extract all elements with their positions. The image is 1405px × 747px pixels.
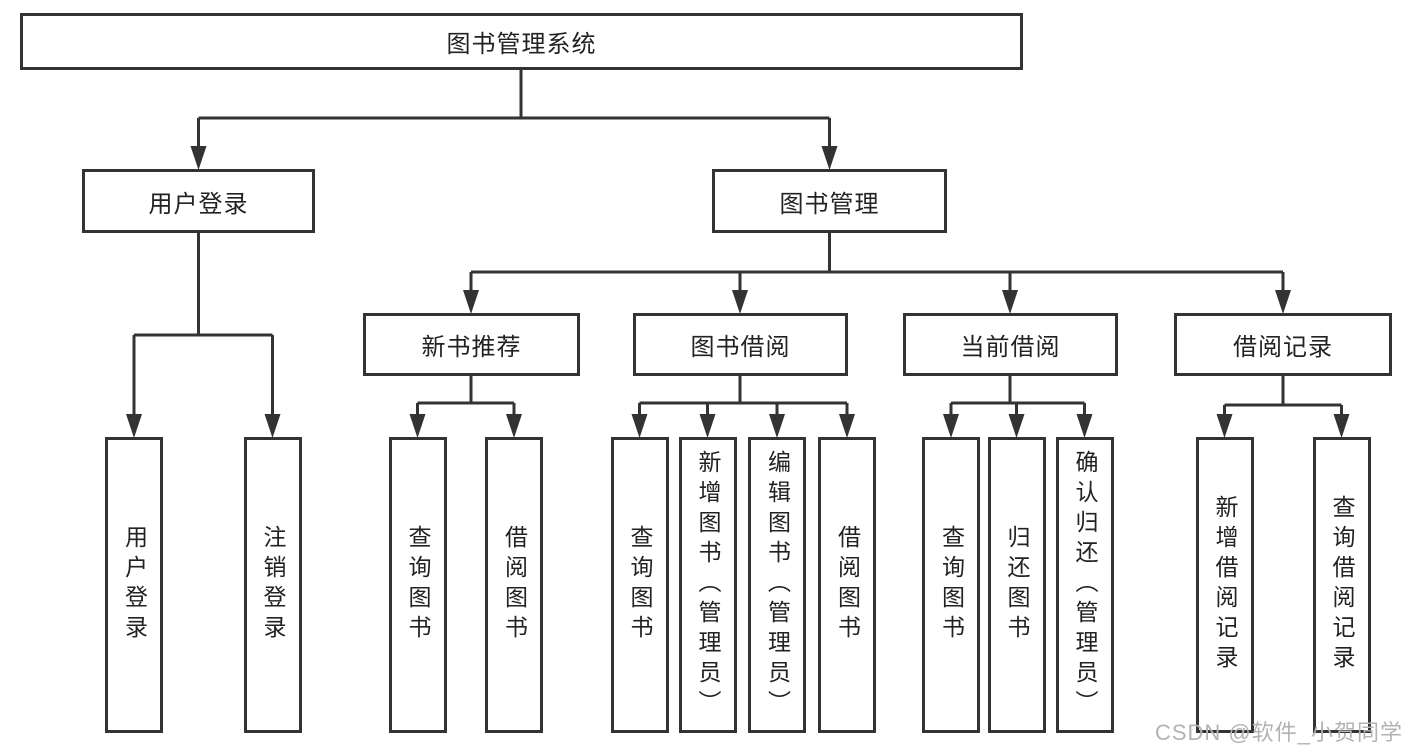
leaf-borrow-books: 借阅图书 — [818, 437, 876, 733]
leaf-label: 查询图书 — [627, 525, 653, 645]
leaf-label: 确认归还（管理员） — [1072, 450, 1098, 720]
leaf-label: 查询借阅记录 — [1329, 495, 1355, 675]
leaf-add-borrow-record: 新增借阅记录 — [1195, 437, 1254, 733]
leaf-label: 注销登录 — [260, 525, 286, 645]
leaf-add-books-admin: 新增图书（管理员） — [678, 437, 737, 733]
leaf-label: 新增借阅记录 — [1212, 495, 1238, 675]
leaf-label: 借阅图书 — [834, 525, 861, 645]
leaf-label: 查询图书 — [405, 525, 431, 645]
node-label: 借阅记录 — [1233, 334, 1333, 361]
leaf-label: 用户登录 — [121, 525, 148, 645]
leaf-search-books-recommend: 查询图书 — [388, 437, 447, 733]
node-user-login: 用户登录 — [82, 169, 315, 233]
leaf-logout: 注销登录 — [243, 437, 302, 733]
node-label: 图书管理 — [779, 190, 880, 218]
leaf-label: 借阅图书 — [501, 525, 528, 645]
node-new-book-recommend: 新书推荐 — [363, 313, 580, 376]
leaf-label: 新增图书（管理员） — [695, 450, 721, 720]
leaf-return-books: 归还图书 — [987, 437, 1046, 733]
leaf-search-books-current: 查询图书 — [922, 437, 980, 733]
csdn-watermark: CSDN @软件_小贺同学 — [1154, 720, 1403, 745]
node-label: 当前借阅 — [960, 334, 1061, 361]
leaf-borrow-books-recommend: 借阅图书 — [485, 437, 543, 733]
node-label: 新书推荐 — [421, 334, 522, 361]
leaf-search-books-borrow: 查询图书 — [610, 437, 669, 733]
leaf-label: 编辑图书（管理员） — [764, 450, 791, 720]
node-borrow-records: 借阅记录 — [1174, 313, 1392, 376]
node-book-borrow: 图书借阅 — [633, 313, 848, 376]
arrowhead-icons — [126, 146, 1350, 438]
node-current-borrow: 当前借阅 — [903, 313, 1118, 376]
node-label: 用户登录 — [148, 190, 249, 218]
leaf-confirm-return-admin: 确认归还（管理员） — [1055, 437, 1114, 733]
leaf-label: 查询图书 — [938, 525, 965, 645]
leaf-label: 归还图书 — [1004, 525, 1030, 645]
node-book-management: 图书管理 — [712, 169, 947, 233]
node-label: 图书借阅 — [690, 334, 791, 361]
leaf-edit-books-admin: 编辑图书（管理员） — [748, 437, 806, 733]
node-label: 图书管理系统 — [446, 31, 597, 58]
node-root-library-system: 图书管理系统 — [20, 13, 1023, 70]
leaf-search-borrow-record: 查询借阅记录 — [1312, 437, 1371, 733]
leaf-user-login: 用户登录 — [105, 437, 163, 733]
